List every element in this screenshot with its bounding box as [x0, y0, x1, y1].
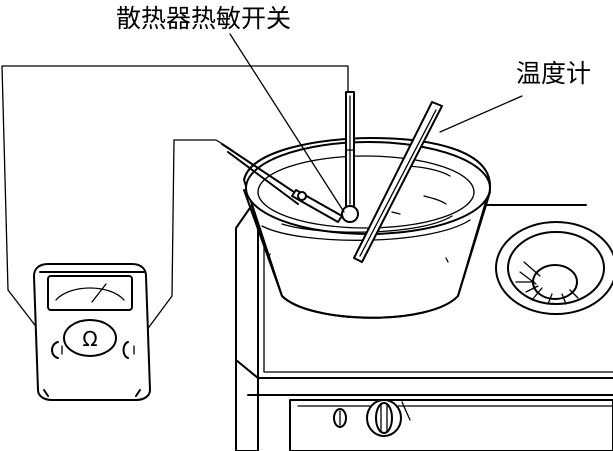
- ohm-symbol: Ω: [82, 327, 97, 351]
- leader-thermistor-switch: [229, 33, 345, 213]
- thermometer: [353, 101, 443, 263]
- test-probe: [221, 143, 343, 223]
- test-leads: [1, 65, 349, 351]
- thermistor-switch: [341, 91, 359, 223]
- stove-knob-large: [366, 399, 402, 437]
- multimeter-terminal-left: [51, 341, 63, 359]
- water-bowl: [243, 137, 492, 319]
- stove-knob-small: [333, 408, 347, 428]
- label-thermometer: 温度计: [516, 59, 591, 88]
- label-thermistor-switch: 散热器热敏开关: [116, 4, 291, 33]
- stove: [235, 204, 613, 451]
- leader-thermometer: [439, 95, 523, 133]
- stove-burner: [495, 221, 613, 315]
- multimeter: Ω: [33, 263, 151, 401]
- multimeter-terminal-right: [122, 341, 135, 359]
